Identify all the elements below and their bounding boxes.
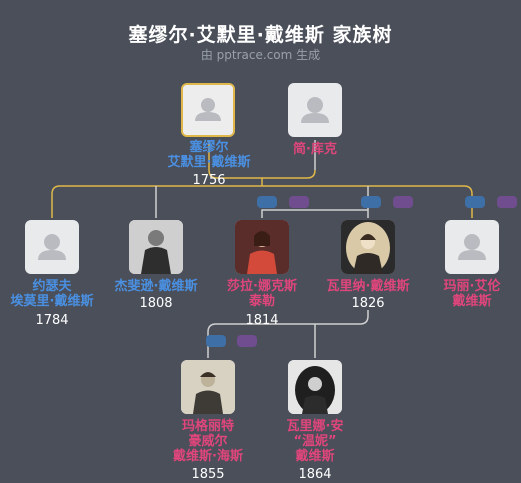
person-card-mary[interactable] [445,220,499,274]
person-card-joseph[interactable] [25,220,79,274]
spouse-marker-male[interactable] [257,196,277,208]
spouse-marker-female[interactable] [393,196,413,208]
portrait-photo [341,220,395,274]
spouse-marker-female[interactable] [289,196,309,208]
page-subtitle: 由 pptrace.com 生成 [200,48,321,62]
person-name-mary: 玛丽·艾伦戴维斯 [443,279,501,309]
person-year-winnie: 1864 [298,467,332,482]
person-silhouette-icon [38,234,66,260]
person-year-joseph: 1784 [35,313,69,328]
person-name-winnie: 瓦里娜·安“温妮”戴维斯 [286,419,344,464]
spouse-marker-male[interactable] [465,196,485,208]
person-year-margaret: 1855 [191,467,225,482]
person-silhouette-icon [183,85,233,135]
portrait-photo [129,220,183,274]
person-silhouette-icon [458,234,486,260]
person-name-varina: 瓦里纳·戴维斯 [326,279,410,294]
person-card-varina[interactable] [341,220,395,274]
spouse-marker-female[interactable] [237,335,257,347]
person-card-jefferson[interactable] [129,220,183,274]
person-card-winnie[interactable] [288,360,342,414]
portrait-photo [288,360,342,414]
person-name-sarah: 莎拉·娜克斯泰勒 [227,279,297,309]
person-year-sarah: 1814 [245,313,279,328]
person-card-margaret[interactable] [181,360,235,414]
portrait-photo [235,220,289,274]
spouse-marker-female[interactable] [497,196,517,208]
portrait-photo [181,360,235,414]
person-name-jane: 简·库克 [293,142,337,157]
spouse-marker-male[interactable] [361,196,381,208]
person-year-samuel: 1756 [192,173,226,188]
person-card-samuel[interactable] [181,83,235,137]
page-title: 塞缪尔·艾默里·戴维斯 家族树 [128,24,393,46]
spouse-marker-male[interactable] [206,335,226,347]
person-name-margaret: 玛格丽特豪威尔戴维斯·海斯 [173,419,243,464]
person-card-sarah[interactable] [235,220,289,274]
person-card-jane[interactable] [288,83,342,137]
person-silhouette-icon [301,97,329,123]
person-year-varina: 1826 [351,296,385,311]
person-name-samuel: 塞缪尔艾默里·戴维斯 [167,140,251,170]
person-name-joseph: 约瑟夫埃莫里·戴维斯 [10,279,94,309]
person-name-jefferson: 杰斐逊·戴维斯 [114,279,198,294]
person-year-jefferson: 1808 [139,296,173,311]
